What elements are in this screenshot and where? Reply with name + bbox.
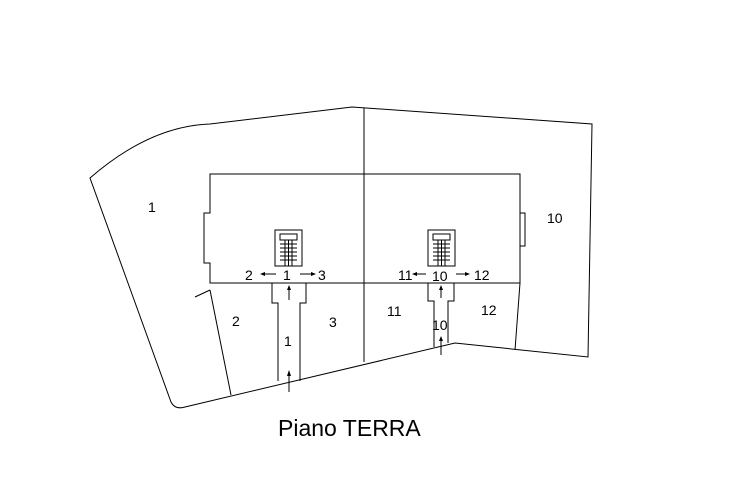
label-lower-corridor-1: 1 [284, 333, 292, 349]
partition-lower-right [514, 282, 521, 351]
right-corridor [427, 283, 455, 347]
right-core-arrowhead-left [412, 272, 417, 276]
building-right-notch [520, 212, 526, 247]
right-stair-core [427, 229, 456, 267]
label-right-core-11: 11 [398, 267, 413, 283]
left-stair-core [274, 229, 303, 267]
label-lower-12: 12 [481, 302, 497, 318]
right-core-arrowhead-right [465, 272, 470, 276]
left-core-arrowhead-left [260, 272, 265, 276]
label-right-core-10: 10 [432, 268, 448, 284]
right-corridor-entrance-arrow [439, 336, 443, 341]
partition-lower-left-top [194, 289, 211, 298]
label-right-core-12: 12 [474, 267, 490, 283]
label-left-core-2: 2 [245, 267, 253, 283]
label-zone-10: 10 [547, 210, 563, 226]
site-boundary [89, 106, 593, 409]
building-outline [203, 173, 521, 284]
label-lower-11: 11 [387, 303, 402, 319]
left-corridor-entrance-arrow [287, 370, 291, 376]
plan-title: Piano TERRA [278, 415, 421, 441]
label-left-core-3: 3 [318, 267, 326, 283]
left-corridor [271, 283, 307, 381]
label-zone-1: 1 [148, 199, 156, 215]
right-corridor-inner-arrowhead [439, 285, 443, 290]
left-corridor-inner-arrowhead [287, 285, 291, 290]
partition-lower-left [209, 289, 232, 396]
left-core-arrowhead-right [311, 272, 316, 276]
label-lower-corridor-10: 10 [432, 317, 448, 333]
label-left-core-1: 1 [283, 267, 291, 283]
label-lower-3: 3 [329, 314, 337, 330]
label-lower-2: 2 [232, 313, 240, 329]
